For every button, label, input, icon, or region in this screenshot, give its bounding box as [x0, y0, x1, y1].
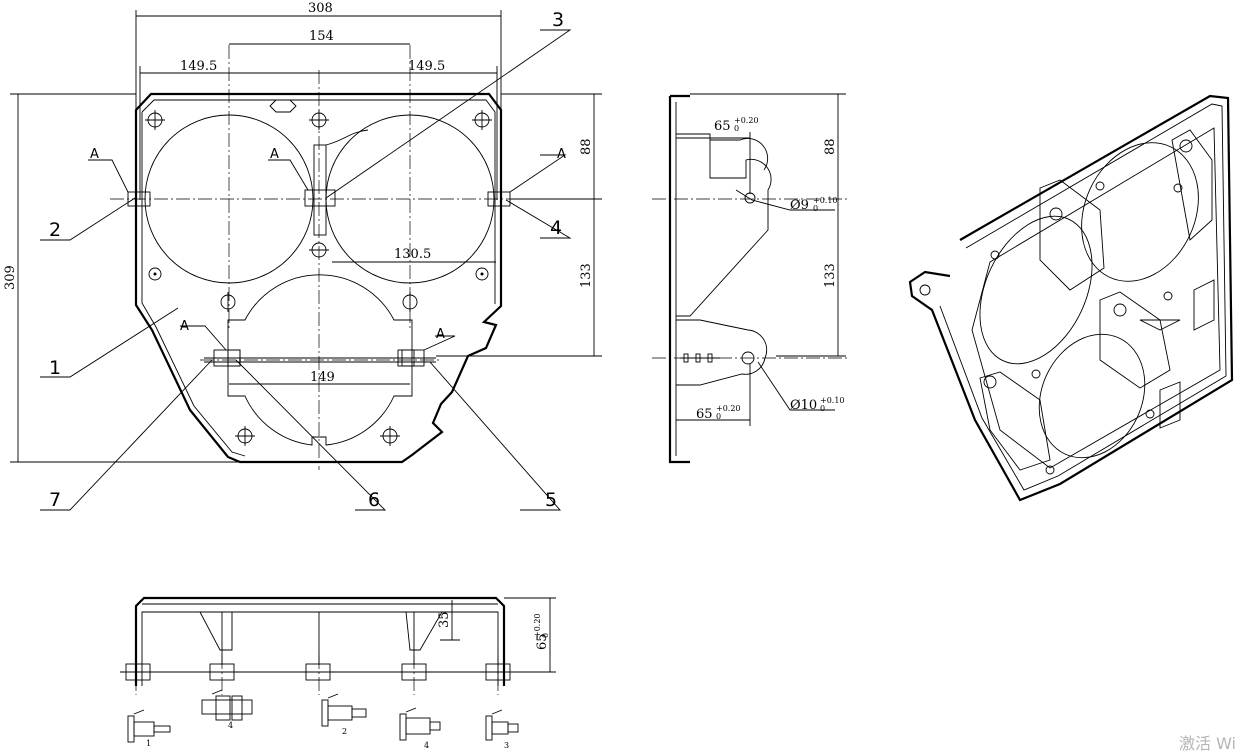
dim-overall-width: 308 — [308, 1, 333, 16]
plate-outline — [134, 92, 503, 464]
dim-side-lower-height: 133 — [823, 263, 838, 288]
svg-text:+0.20: +0.20 — [533, 613, 542, 638]
front-view: 308 154 149.5 149.5 309 88 133 130.5 149… — [3, 1, 602, 511]
callout-leaders — [40, 29, 572, 511]
dim-total-height: 65 — [535, 633, 550, 650]
dim-hole-small: Ø9 — [790, 198, 809, 213]
hole-small — [744, 192, 756, 204]
dim-inner-width: 154 — [309, 29, 334, 44]
isometric-view — [908, 94, 1234, 502]
svg-text:+0.20: +0.20 — [716, 404, 741, 413]
callout-6: 6 — [368, 489, 380, 511]
callout-4: 4 — [550, 217, 562, 239]
detail-mark: 4 — [228, 721, 233, 730]
callout-1: 1 — [49, 357, 61, 379]
section-label-a: A — [270, 147, 279, 162]
callout-5: 5 — [545, 489, 557, 511]
dim-side-upper-offset: 65 — [714, 119, 731, 134]
front-dimensions — [10, 10, 602, 463]
svg-text:0: 0 — [541, 633, 550, 638]
detail-views: 1 4 2 4 3 — [127, 689, 519, 750]
dim-hole-offset: 130.5 — [394, 247, 431, 262]
detail-mark: 3 — [504, 741, 509, 750]
svg-text:0: 0 — [716, 412, 721, 421]
detail-mark: 2 — [342, 727, 347, 736]
callout-3: 3 — [552, 9, 564, 31]
mounting-holes — [145, 110, 492, 446]
dim-hole-large: Ø10 — [790, 398, 817, 413]
callout-7: 7 — [49, 489, 61, 511]
detail-mark: 4 — [424, 741, 429, 750]
lower-bracket — [676, 319, 768, 386]
section-label-a: A — [436, 327, 445, 342]
dim-right-offset: 149.5 — [408, 59, 445, 74]
svg-text:+0.20: +0.20 — [734, 116, 759, 125]
dim-bracket-height: 35 — [437, 611, 452, 628]
dim-left-offset: 149.5 — [180, 59, 217, 74]
lower-opening — [227, 274, 413, 446]
dim-overall-height: 309 — [3, 265, 18, 290]
center-lug — [304, 189, 336, 207]
detail-mark: 1 — [146, 739, 151, 748]
section-label-a: A — [90, 147, 99, 162]
dim-side-lower-offset: 65 — [696, 407, 713, 422]
side-view: 65 +0.20 0 Ø9 +0.10 0 Ø10 +0.10 0 65 +0.… — [652, 93, 848, 464]
callout-2: 2 — [49, 219, 61, 241]
dim-upper-height: 88 — [579, 138, 594, 155]
svg-text:+0.10: +0.10 — [813, 196, 838, 205]
dim-side-upper-height: 88 — [823, 138, 838, 155]
svg-text:0: 0 — [820, 404, 825, 413]
bottom-view: 35 65 +0.20 0 — [120, 596, 556, 695]
svg-text:0: 0 — [813, 204, 818, 213]
svg-text:0: 0 — [734, 124, 739, 133]
dim-lower-height: 133 — [579, 263, 594, 288]
section-label-a: A — [180, 319, 189, 334]
svg-text:+0.10: +0.10 — [820, 396, 845, 405]
section-label-a: A — [557, 147, 566, 162]
upper-bracket — [676, 133, 772, 317]
watermark-text: 激活 Wi — [1178, 734, 1236, 753]
dim-rod-span: 149 — [310, 370, 335, 385]
